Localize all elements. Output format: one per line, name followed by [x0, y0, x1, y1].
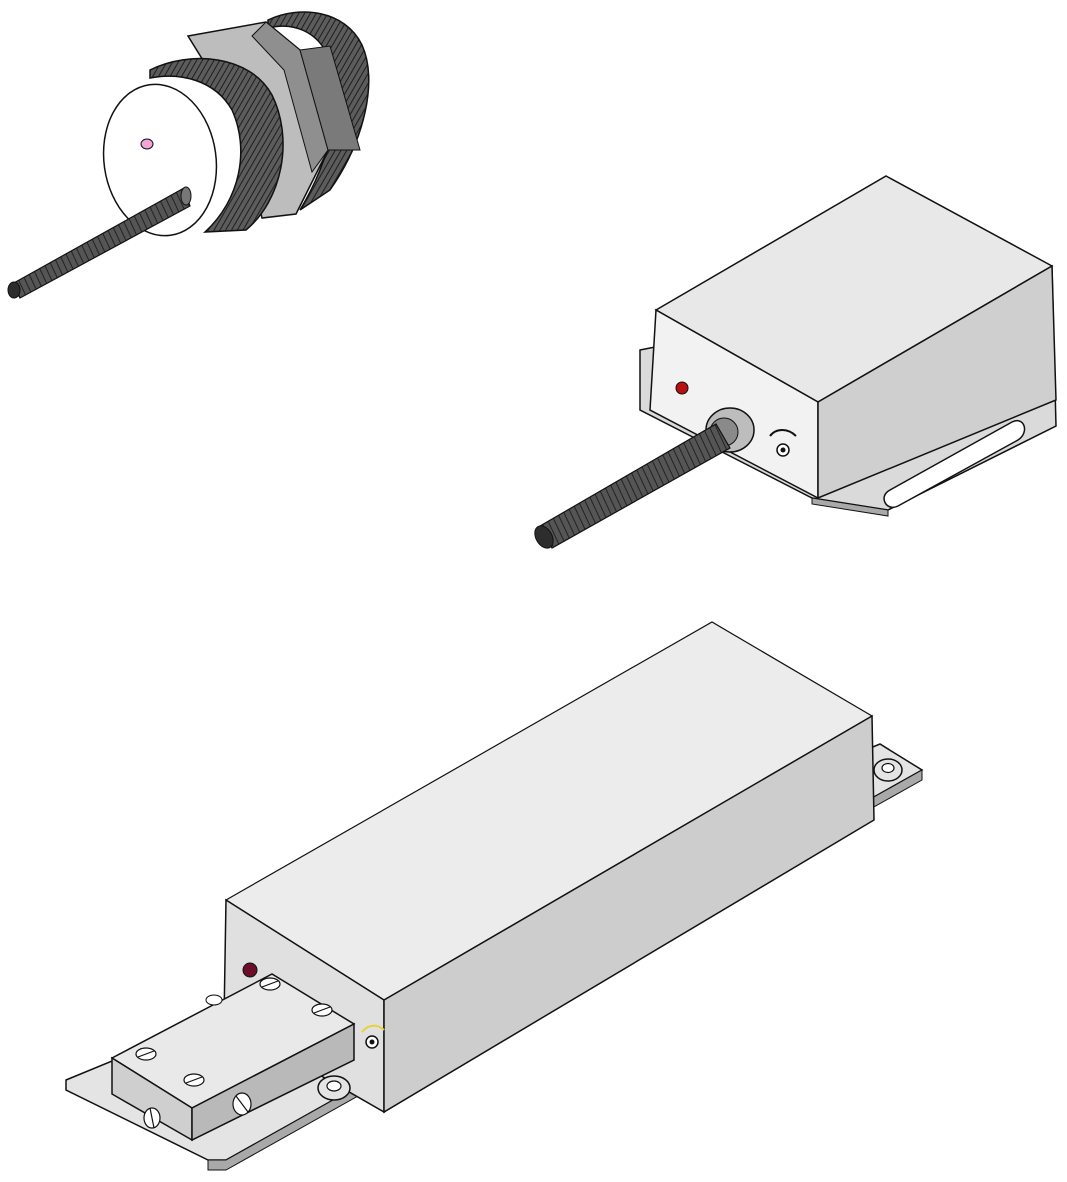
indicator-led-maroon — [242, 962, 258, 978]
cable — [534, 423, 731, 549]
cylindrical-threaded-sensor — [7, 11, 370, 299]
sensor-head — [110, 973, 356, 1142]
threaded-barrel — [149, 57, 284, 233]
rectangular-sensor-housing — [534, 175, 1057, 549]
housing-side — [817, 264, 1057, 500]
screws — [135, 977, 333, 1129]
indicator-led-pink — [140, 138, 154, 150]
nuts — [317, 758, 903, 1101]
long-sensor-unit — [65, 621, 924, 1171]
adjust-screw — [769, 429, 797, 457]
adjust-screw-yellow — [361, 1024, 385, 1049]
indicator-led-red — [675, 381, 689, 395]
rear-threaded-barrel — [267, 11, 370, 211]
cable — [7, 186, 192, 299]
slot — [883, 419, 1026, 509]
long-housing-side — [383, 714, 875, 1114]
